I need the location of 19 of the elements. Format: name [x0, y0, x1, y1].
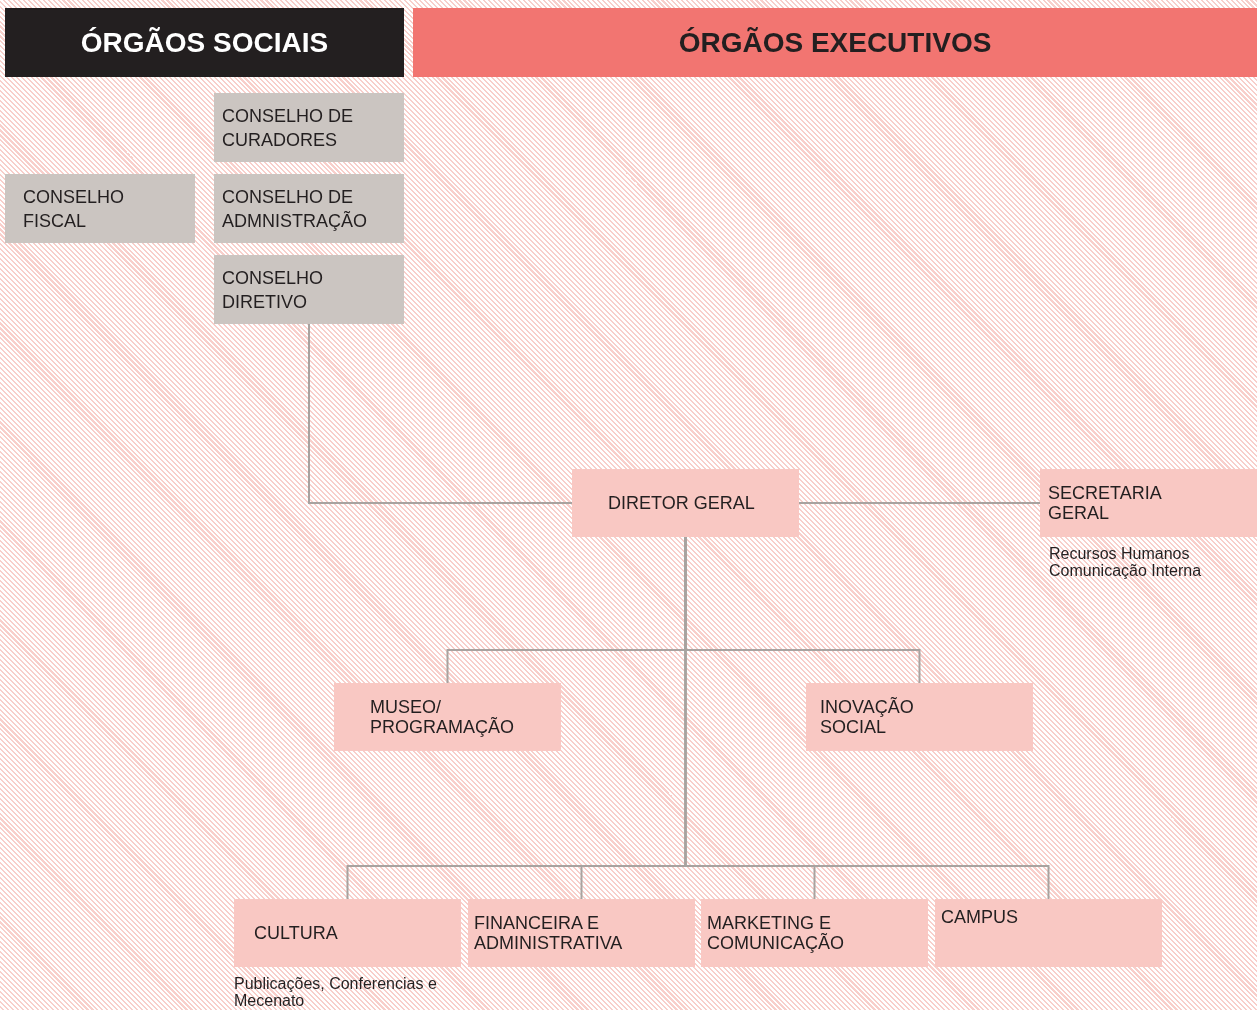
org-box: CAMPUS — [935, 899, 1162, 967]
node-note: Comunicação Interna — [1049, 562, 1203, 579]
org-box: CULTURA — [234, 899, 461, 967]
org-box: SECRETARIA GERAL — [1040, 469, 1257, 537]
org-box: DIRETOR GERAL — [572, 469, 799, 537]
section-header: ÓRGÃOS EXECUTIVOS — [413, 8, 1257, 77]
section-header: ÓRGÃOS SOCIAIS — [5, 8, 404, 77]
org-box: FINANCEIRA E ADMINISTRATIVA — [468, 899, 695, 967]
org-box: CONSELHO DIRETIVO — [214, 255, 404, 324]
connector-line — [798, 502, 1041, 504]
node-note: Recursos Humanos — [1049, 545, 1191, 562]
org-box: CONSELHO DE ADMNISTRAÇÃO — [214, 174, 404, 243]
org-box: MARKETING E COMUNICAÇÃO — [701, 899, 928, 967]
org-box: CONSELHO DE CURADORES — [214, 93, 404, 162]
node-note: Publicações, Conferencias e Mecenato — [234, 975, 438, 1009]
org-box: MUSEO/ PROGRAMAÇÃO — [334, 683, 561, 751]
connector-line — [308, 323, 573, 504]
org-box: CONSELHO FISCAL — [5, 174, 195, 243]
org-box: INOVAÇÃO SOCIAL — [806, 683, 1033, 751]
